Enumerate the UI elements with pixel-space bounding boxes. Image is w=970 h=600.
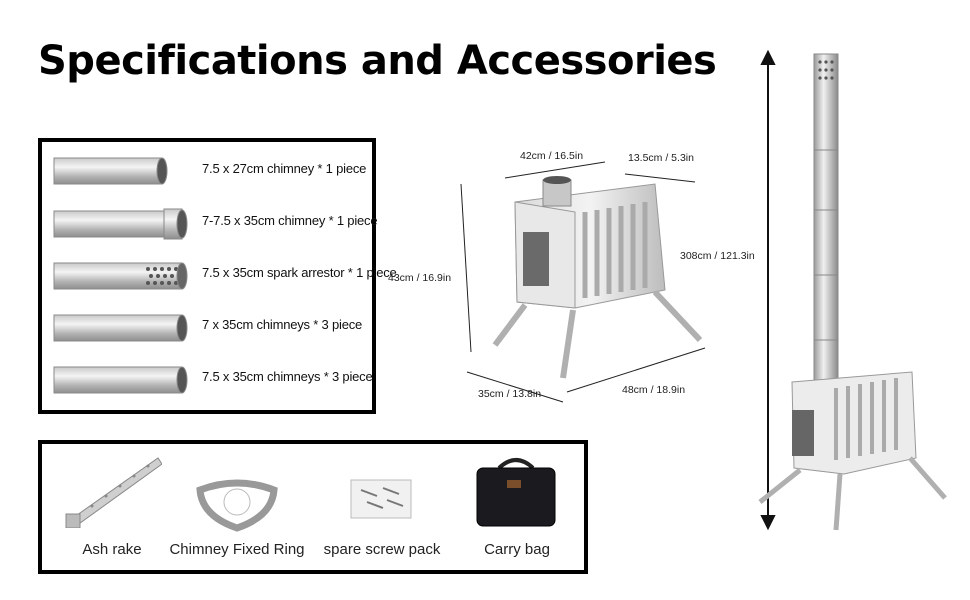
- page-title: Specifications and Accessories: [38, 38, 717, 84]
- accessory-screw-pack: spare screw pack: [317, 448, 447, 568]
- dim-total-height: 308cm / 121.3in: [680, 250, 755, 262]
- chimney-pipe-icon: [53, 314, 188, 342]
- chimney-part-label: 7 x 35cm chimneys * 3 piece: [202, 317, 363, 332]
- chimney-part-label: 7.5 x 35cm spark arrestor * 1 piece: [202, 265, 397, 280]
- chimney-pipe-icon: [53, 157, 168, 185]
- chimney-pipe-icon: [53, 366, 188, 394]
- chimney-part-2: 7-7.5 x 35cm chimney * 1 piece: [52, 202, 378, 242]
- accessory-label: Carry bag: [484, 541, 550, 558]
- accessory-fixed-ring: Chimney Fixed Ring: [162, 448, 312, 568]
- chimney-part-1: 7.5 x 27cm chimney * 1 piece: [52, 150, 372, 190]
- chimney-part-5: 7.5 x 35cm chimneys * 3 piece: [52, 358, 373, 398]
- chimney-parts-panel: 7.5 x 27cm chimney * 1 piece 7-7.5 x 35c…: [38, 138, 397, 414]
- dim-base-depth: 35cm / 13.8in: [478, 388, 542, 400]
- chimney-part-3: 7.5 x 35cm spark arrestor * 1 piece: [52, 254, 397, 294]
- accessory-label: Chimney Fixed Ring: [169, 541, 305, 558]
- screw-pack-icon: [350, 479, 412, 519]
- accessories-panel: Ash rake Chimney Fixed Ring spare screw …: [38, 440, 588, 574]
- dim-top-width: 42cm / 16.5in: [520, 150, 584, 162]
- carry-bag-icon: [476, 458, 556, 527]
- spark-arrestor-icon: [53, 262, 188, 290]
- fixed-ring-icon: [196, 479, 278, 532]
- ash-rake-icon: [65, 457, 162, 528]
- chimney-part-label: 7.5 x 27cm chimney * 1 piece: [202, 161, 367, 176]
- dim-height: 43cm / 16.9in: [388, 272, 452, 284]
- chimney-pipe-icon: [53, 208, 188, 240]
- chimney-part-label: 7.5 x 35cm chimneys * 3 piece: [202, 369, 373, 384]
- accessory-ash-rake: Ash rake: [62, 448, 162, 568]
- accessory-label: spare screw pack: [323, 541, 441, 558]
- chimney-part-label: 7-7.5 x 35cm chimney * 1 piece: [202, 213, 378, 228]
- stove-dimension-diagram: [460, 161, 706, 403]
- chimney-part-4: 7 x 35cm chimneys * 3 piece: [52, 306, 372, 346]
- accessory-carry-bag: Carry bag: [457, 448, 577, 568]
- accessory-label: Ash rake: [82, 541, 142, 558]
- stove-with-chimney-image: [758, 49, 947, 531]
- dim-top-depth: 13.5cm / 5.3in: [628, 152, 694, 164]
- dim-base-width: 48cm / 18.9in: [622, 384, 686, 396]
